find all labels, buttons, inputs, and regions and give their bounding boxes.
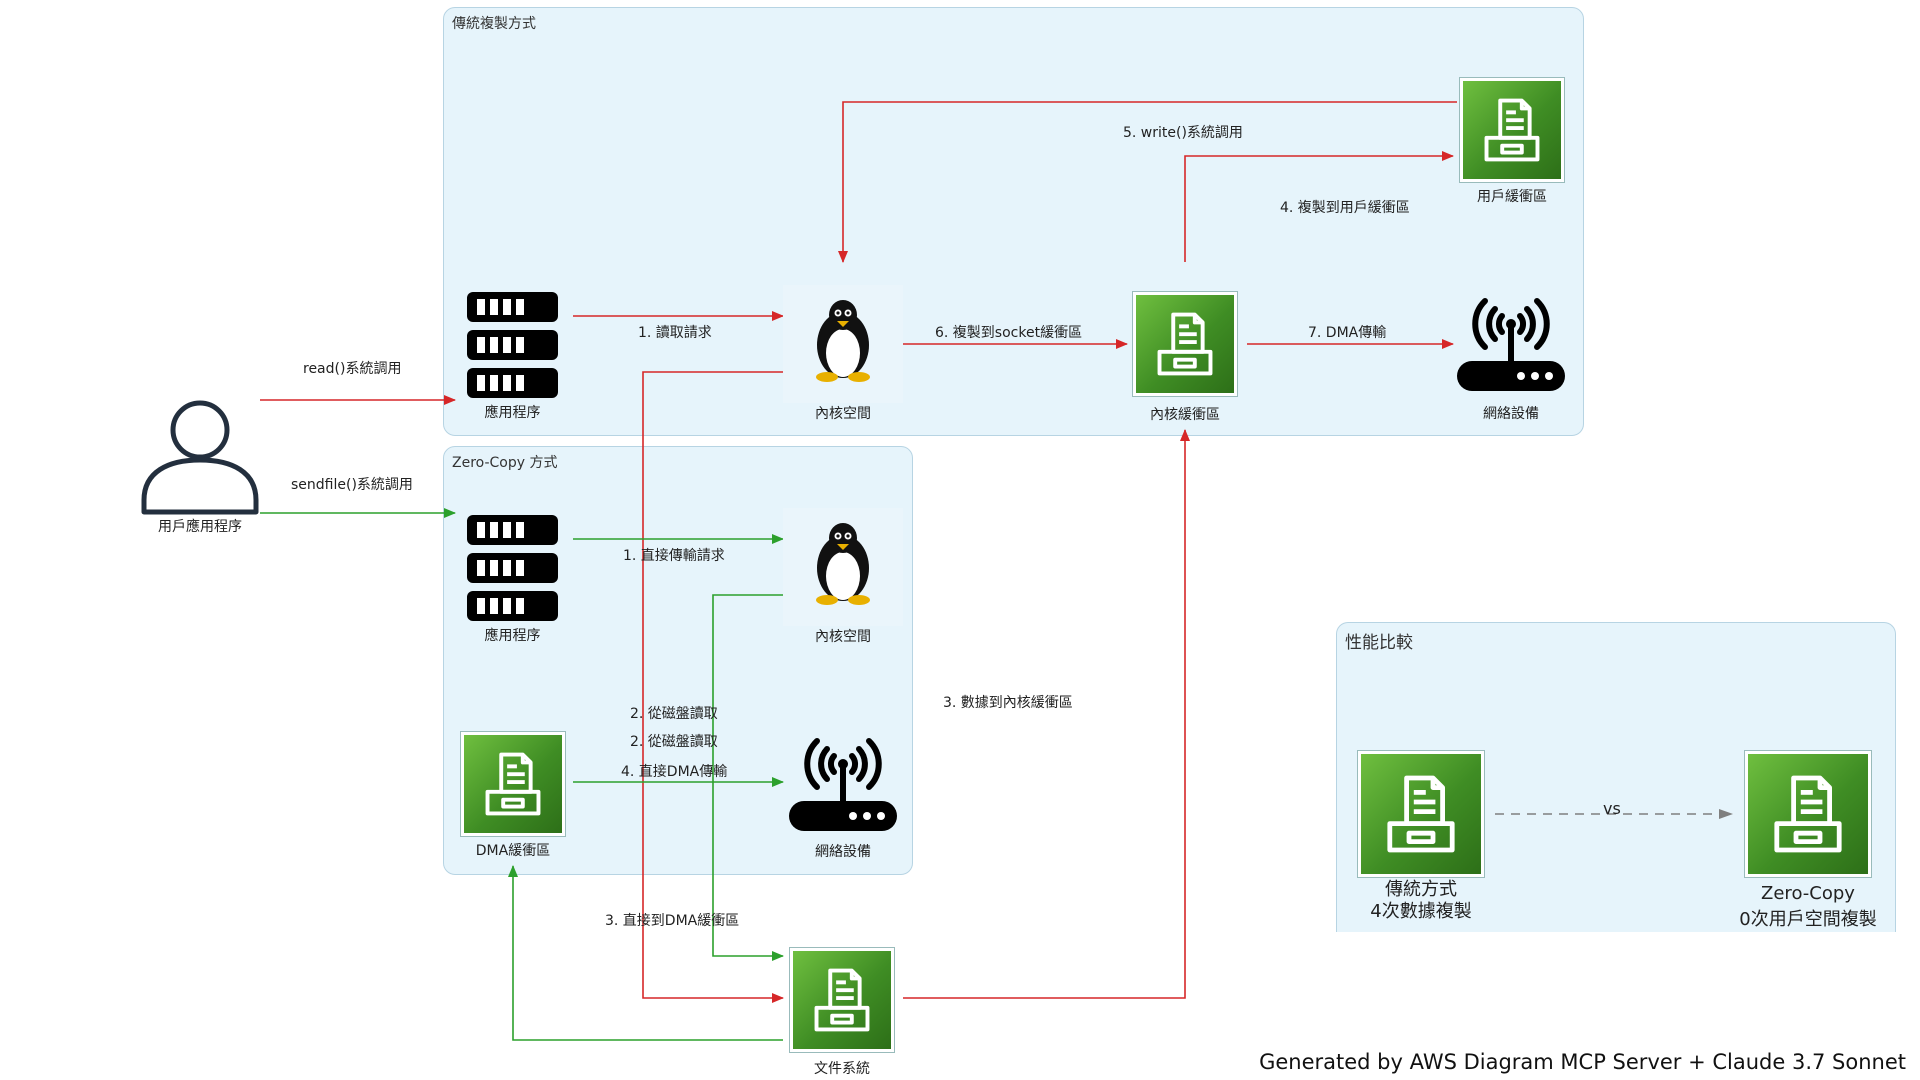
node-label-line2: 0次用戶空間複製 [1739, 909, 1877, 930]
edge-label-z3-dma: 3. 直接到DMA緩衝區 [605, 913, 740, 929]
node-zc-dma-buffer: DMA緩衝區 [461, 732, 565, 859]
linux-tux-icon [816, 523, 870, 605]
edge-label-z4: 4. 直接DMA傳輸 [621, 764, 728, 780]
storage-gateway-icon [1745, 751, 1871, 877]
node-zc-network: 網絡設備 [787, 735, 899, 860]
node-trad-kernel: 內核空間 [783, 285, 903, 422]
node-label: 網絡設備 [1483, 406, 1539, 422]
node-label: 應用程序 [484, 628, 541, 644]
edge-label-z3-kbuf: 3. 數據到內核緩衝區 [943, 695, 1073, 711]
storage-gateway-icon [790, 948, 894, 1052]
edge-label-t7: 7. DMA傳輸 [1308, 325, 1387, 341]
node-trad-kernel-buffer: 內核緩衝區 [1133, 292, 1237, 423]
node-label-line2: 4次數據複製 [1370, 901, 1472, 922]
edge-label-t6: 6. 複製到socket緩衝區 [935, 325, 1083, 341]
edge-z2-read-disk [712, 594, 784, 961]
edge-label-z2a: 2. 從磁盤讀取 [630, 706, 718, 722]
edge-label-read-call: read()系統調用 [303, 361, 402, 377]
person-outline-icon [141, 400, 259, 515]
node-zc-kernel: 內核空間 [783, 508, 903, 645]
wireless-router-icon [1457, 298, 1565, 391]
node-label-line1: 傳統方式 [1385, 879, 1457, 900]
storage-gateway-icon [1460, 78, 1564, 182]
node-perf-traditional: 傳統方式 4次數據複製 [1358, 751, 1484, 922]
node-filesystem: 文件系統 [790, 948, 894, 1077]
node-perf-zerocopy: Zero-Copy 0次用戶空間複製 [1739, 751, 1877, 930]
node-label: 應用程序 [484, 405, 541, 421]
edge-filesystem-to-kbuf [903, 429, 1190, 999]
edge-kernel-to-filesystem [642, 371, 784, 1003]
storage-gateway-icon [1133, 292, 1237, 396]
node-zc-app: 應用程序 [465, 513, 560, 644]
node-label-line1: Zero-Copy [1761, 883, 1855, 904]
cluster-traditional-copy: 傳統複製方式 [443, 7, 1584, 436]
storage-gateway-icon [1358, 751, 1484, 877]
edge-label-t1: 1. 讀取請求 [638, 325, 712, 341]
cluster-title: 性能比較 [1345, 633, 1413, 653]
footer-credit: Generated by AWS Diagram MCP Server + Cl… [1259, 1050, 1906, 1074]
node-label: 內核空間 [815, 406, 871, 422]
server-rack-icon [467, 515, 558, 621]
cluster-title: 傳統複製方式 [452, 16, 536, 32]
edge-label-z1: 1. 直接傳輸請求 [623, 548, 725, 564]
cluster-title: Zero-Copy 方式 [452, 455, 558, 471]
edge-t4-to-user-buffer [1184, 151, 1454, 262]
node-trad-network: 網絡設備 [1455, 295, 1567, 422]
edge-t5-write-call [838, 101, 1457, 263]
linux-tux-icon [816, 300, 870, 382]
storage-gateway-icon [461, 732, 565, 836]
node-trad-user-buffer: 用戶緩衝區 [1460, 78, 1564, 205]
node-label: 用戶緩衝區 [1477, 189, 1547, 205]
node-label: 文件系統 [814, 1061, 870, 1077]
edge-label-vs: vs [1603, 799, 1621, 818]
edge-label-t5: 5. write()系統調用 [1123, 125, 1243, 141]
edge-z3-to-dma-buffer [508, 865, 783, 1041]
edge-label-z2b: 2. 從磁盤讀取 [630, 734, 718, 750]
edge-label-t4: 4. 複製到用戶緩衝區 [1280, 200, 1410, 216]
wireless-router-icon [789, 738, 897, 831]
node-label: DMA緩衝區 [475, 843, 551, 859]
node-trad-app: 應用程序 [465, 290, 560, 421]
node-user-app: 用戶應用程序 [140, 400, 260, 535]
node-label: 用戶應用程序 [158, 519, 242, 535]
node-label: 內核空間 [815, 629, 871, 645]
node-label: 網絡設備 [815, 844, 871, 860]
node-label: 內核緩衝區 [1150, 407, 1220, 423]
edge-label-sendfile-call: sendfile()系統調用 [291, 477, 413, 493]
server-rack-icon [467, 292, 558, 398]
